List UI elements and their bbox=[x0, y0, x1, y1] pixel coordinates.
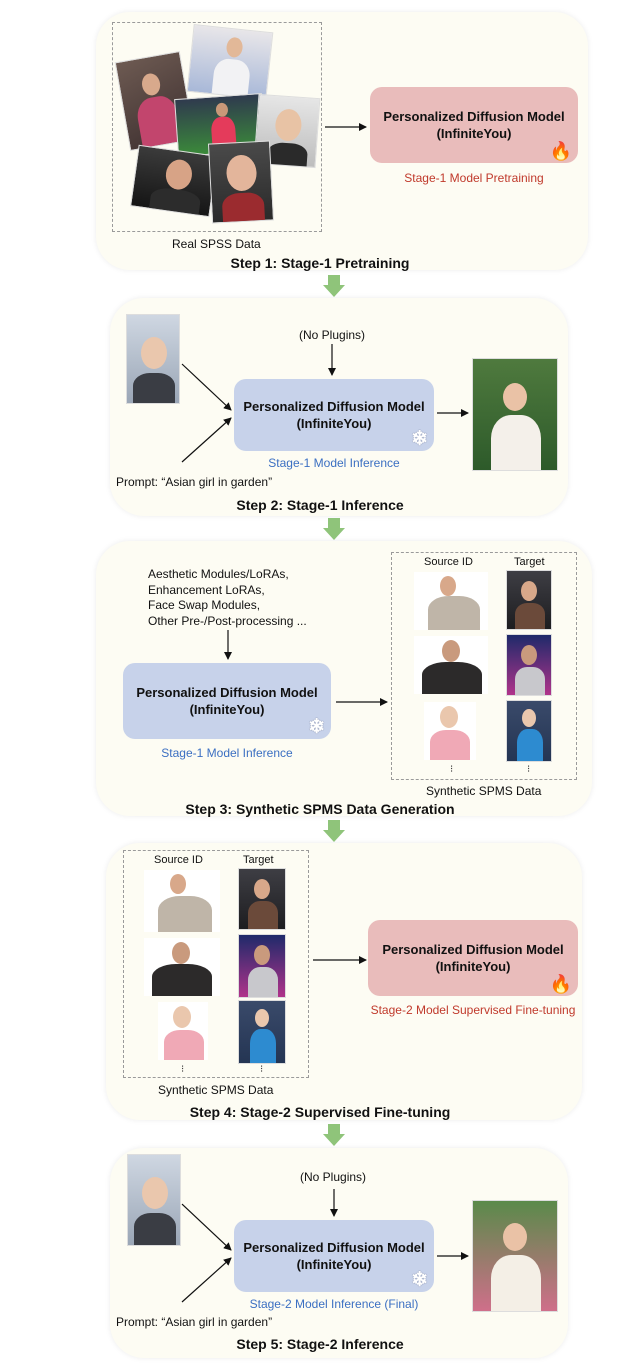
collage-photo-5 bbox=[130, 144, 218, 218]
model-name: Personalized Diffusion Model bbox=[243, 1240, 425, 1255]
step1-model-caption: Stage-1 Model Pretraining bbox=[404, 171, 544, 185]
fire-icon: 🔥 bbox=[549, 974, 572, 994]
model-name-sub: (InfiniteYou) bbox=[296, 416, 372, 431]
step5-id-photo bbox=[127, 1154, 181, 1246]
step3-target-1 bbox=[506, 570, 552, 630]
step2-title: Step 2: Stage-1 Inference bbox=[236, 497, 404, 513]
step3-target-2 bbox=[506, 634, 552, 696]
module-item: Other Pre-/Post-processing ... bbox=[148, 613, 307, 628]
step2-output-photo bbox=[472, 358, 558, 471]
step5-model-box: Personalized Diffusion Model (InfiniteYo… bbox=[234, 1220, 434, 1292]
step4-source-1 bbox=[144, 870, 220, 932]
step2-model-caption: Stage-1 Model Inference bbox=[268, 456, 400, 470]
step4-data-box bbox=[123, 850, 309, 1078]
module-item: Enhancement LoRAs, bbox=[148, 582, 265, 597]
step1-model-box: Personalized Diffusion Model (InfiniteYo… bbox=[370, 87, 578, 163]
snowflake-icon: ❄ bbox=[411, 1269, 428, 1291]
step3-source-1 bbox=[414, 572, 488, 630]
module-item: Aesthetic Modules/LoRAs, bbox=[148, 567, 289, 581]
step3-module-list: Aesthetic Modules/LoRAs, Enhancement LoR… bbox=[148, 567, 307, 629]
collage-photo-2 bbox=[186, 24, 274, 100]
module-item: Face Swap Modules, bbox=[148, 598, 261, 612]
model-name: Personalized Diffusion Model bbox=[382, 942, 564, 957]
step4-source-ellipsis: ⁝ bbox=[181, 1064, 185, 1075]
model-name-sub: (InfiniteYou) bbox=[296, 1257, 372, 1272]
step4-col-source: Source ID bbox=[154, 854, 203, 866]
fire-icon: 🔥 bbox=[549, 141, 572, 161]
collage-photo-6 bbox=[207, 140, 275, 224]
step4-model-caption: Stage-2 Model Supervised Fine-tuning bbox=[370, 1003, 576, 1017]
step5-model-caption: Stage-2 Model Inference (Final) bbox=[249, 1297, 419, 1311]
step5-output-photo bbox=[472, 1200, 558, 1312]
step3-data-label: Synthetic SPMS Data bbox=[426, 784, 542, 798]
step2-model-box: Personalized Diffusion Model (InfiniteYo… bbox=[234, 379, 434, 451]
step4-col-target: Target bbox=[243, 854, 274, 866]
snowflake-icon: ❄ bbox=[411, 428, 428, 450]
step3-col-source: Source ID bbox=[424, 556, 473, 568]
model-name-sub: (InfiniteYou) bbox=[436, 126, 512, 141]
step5-title: Step 5: Stage-2 Inference bbox=[236, 1336, 404, 1352]
step4-model-box: Personalized Diffusion Model (InfiniteYo… bbox=[368, 920, 578, 996]
step3-title: Step 3: Synthetic SPMS Data Generation bbox=[185, 801, 455, 817]
step3-source-2 bbox=[414, 636, 488, 694]
step5-prompt: Prompt: “Asian girl in garden” bbox=[116, 1315, 273, 1329]
step5-plugins-label: (No Plugins) bbox=[300, 1170, 367, 1184]
step2-prompt: Prompt: “Asian girl in garden” bbox=[116, 475, 273, 489]
model-name: Personalized Diffusion Model bbox=[136, 685, 318, 700]
step1-data-label: Real SPSS Data bbox=[172, 237, 261, 251]
model-name: Personalized Diffusion Model bbox=[243, 399, 425, 414]
step3-source-ellipsis: ⁝ bbox=[450, 764, 454, 775]
step2-plugins-label: (No Plugins) bbox=[299, 328, 366, 342]
step4-source-2 bbox=[144, 938, 220, 996]
step4-target-2 bbox=[238, 934, 286, 998]
step4-source-3 bbox=[158, 1002, 208, 1060]
step4-target-1 bbox=[238, 868, 286, 930]
step1-data-box bbox=[112, 22, 322, 232]
step4-target-ellipsis: ⁝ bbox=[260, 1064, 264, 1075]
step4-target-3 bbox=[238, 1000, 286, 1064]
model-name-sub: (InfiniteYou) bbox=[189, 702, 265, 717]
step3-target-ellipsis: ⁝ bbox=[527, 764, 531, 775]
step3-col-target: Target bbox=[514, 556, 545, 568]
step1-title: Step 1: Stage-1 Pretraining bbox=[230, 255, 410, 271]
model-name-sub: (InfiniteYou) bbox=[435, 959, 511, 974]
step3-model-caption: Stage-1 Model Inference bbox=[161, 746, 293, 760]
step2-id-photo bbox=[126, 314, 180, 404]
step3-target-3 bbox=[506, 700, 552, 762]
model-name: Personalized Diffusion Model bbox=[383, 109, 565, 124]
snowflake-icon: ❄ bbox=[308, 716, 325, 738]
step3-model-box: Personalized Diffusion Model (InfiniteYo… bbox=[123, 663, 331, 739]
step4-title: Step 4: Stage-2 Supervised Fine-tuning bbox=[189, 1104, 451, 1120]
step3-source-3 bbox=[424, 702, 476, 760]
step4-data-label: Synthetic SPMS Data bbox=[158, 1083, 274, 1097]
step3-data-box bbox=[391, 552, 577, 780]
